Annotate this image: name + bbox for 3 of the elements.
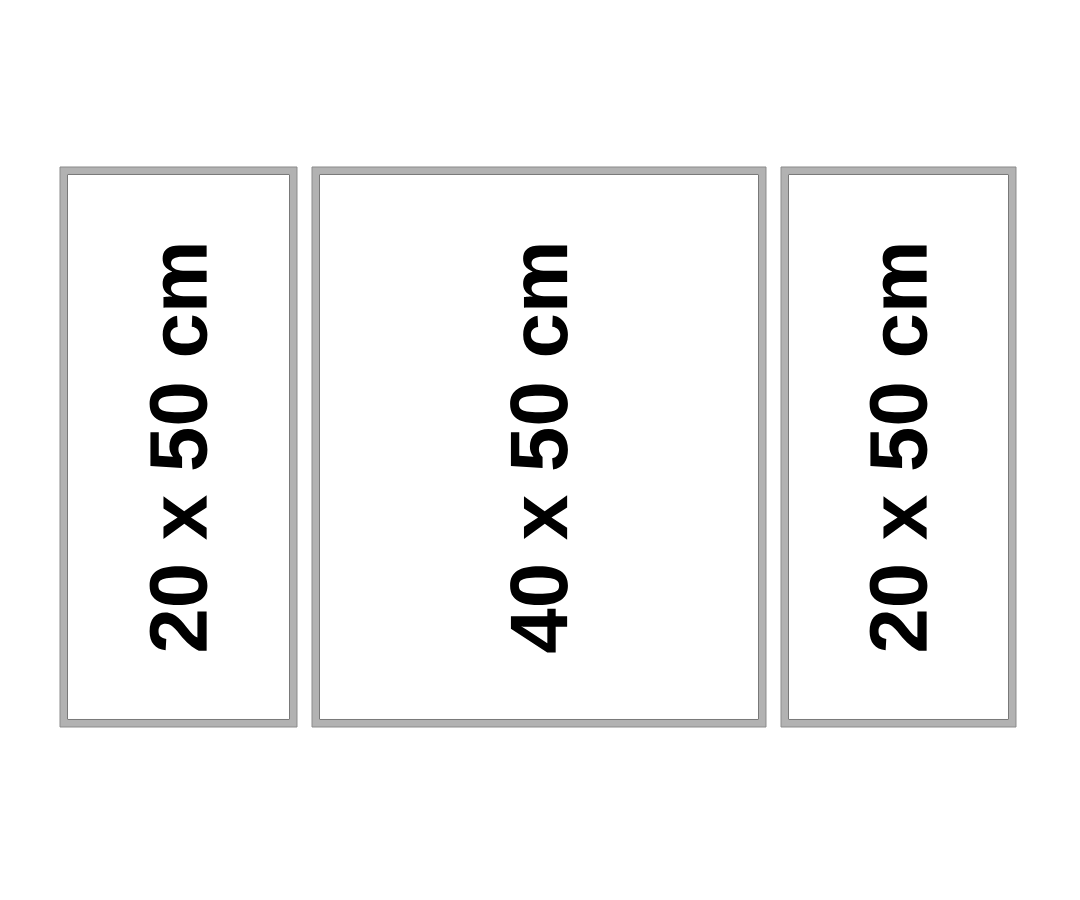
- picture-frame: 20 x 50 cm: [780, 166, 1017, 728]
- picture-frame: 40 x 50 cm: [311, 166, 767, 728]
- picture-frame: 20 x 50 cm: [59, 166, 298, 728]
